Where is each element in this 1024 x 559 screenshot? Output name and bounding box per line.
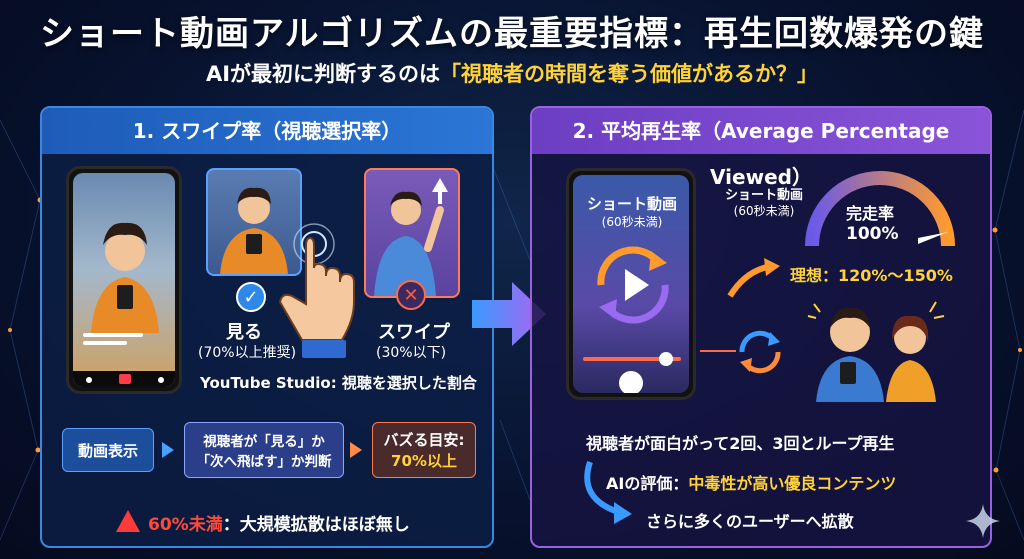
warning-highlight: 60%未満 (148, 515, 223, 535)
warning-line: 60%未満：大規模拡散はほぼ無し (116, 508, 410, 535)
swipe-card (364, 168, 460, 298)
flow-step-judge: 視聴者が「見る」か 「次へ飛ばす」か判断 (184, 422, 344, 478)
replay-loop-icon (597, 246, 669, 324)
spread-text: さらに多くのユーザーへ拡散 (646, 512, 854, 531)
flow-step-judge-line2: 「次へ飛ばす」か判断 (196, 454, 332, 470)
flow-step-judge-line1: 視聴者が「見る」か (203, 434, 325, 450)
page-subtitle: AIが最初に判断するのは「視聴者の時間を奪う価値があるか？」 (0, 58, 1024, 88)
loop-icon (739, 330, 781, 374)
watch-card (206, 168, 302, 276)
gauge-video-sublabel: (60秒未満) (733, 204, 795, 218)
phone-video-label: ショート動画 (586, 195, 677, 213)
watch-note: (70%以上推奨) (198, 345, 297, 361)
tap-hand-icon (278, 223, 355, 358)
flow-step-target-line2: 70%以上 (391, 452, 457, 470)
happy-viewers-illustration (807, 301, 945, 402)
ai-eval-highlight: 中毒性が高い優良コンテンツ (688, 474, 897, 493)
page-title: ショート動画アルゴリズムの最重要指標：再生回数爆発の鍵 (40, 14, 984, 54)
person-holding-phone-illustration (73, 222, 175, 387)
cross-icon: ✕ (396, 280, 426, 310)
watch-label: 見る (226, 322, 262, 343)
flow-arrow-2 (350, 442, 362, 458)
flow-step-target: バズる目安: 70%以上 (372, 422, 476, 478)
completion-value: 100% (846, 224, 899, 244)
player-phone: ショート動画 (60秒未満) (566, 168, 696, 400)
ai-eval-line: AIの評価：中毒性が高い優良コンテンツ (606, 470, 896, 494)
sparkle-icon (966, 504, 1000, 538)
connector-line (700, 350, 736, 352)
swipe-note: (30%以下) (376, 345, 447, 361)
completion-label: 完走率 (846, 204, 895, 223)
check-icon: ✓ (236, 282, 266, 312)
warning-text: ：大規模拡散はほぼ無し (222, 515, 410, 535)
progress-bar (583, 357, 681, 361)
ideal-text: 理想：120%〜150% (790, 266, 953, 285)
flow-step-display: 動画表示 (62, 428, 154, 472)
progress-handle[interactable] (659, 352, 673, 366)
swipe-label: スワイプ (378, 322, 450, 343)
loop-text: 視聴者が面白がって2回、3回とループ再生 (586, 434, 895, 453)
gauge-video-label: ショート動画 (724, 188, 803, 203)
ai-eval-prefix: AIの評価： (606, 474, 689, 493)
phone-video-sublabel: (60秒未満) (601, 215, 663, 229)
avg-view-heading: 2. 平均再生率（Average Percentage Viewed） (532, 108, 990, 189)
flow-arrow-1 (162, 442, 174, 458)
subtitle-prefix: AIが最初に判断するのは (205, 62, 441, 86)
subtitle-highlight: 「視聴者の時間を奪う価値があるか？」 (440, 62, 819, 86)
play-button[interactable] (619, 371, 643, 393)
play-icon (625, 269, 649, 301)
spread-arrow-icon (584, 461, 632, 524)
ideal-arrow-icon (727, 258, 780, 298)
flow-step-target-line1: バズる目安: (383, 431, 465, 449)
studio-note: YouTube Studio: 視聴を選択した割合 (200, 374, 477, 392)
swipe-rate-heading: 1. スワイプ率（視聴選択率） (42, 108, 492, 154)
completion-gauge (805, 171, 955, 247)
warning-icon (116, 510, 140, 532)
center-arrow-icon (472, 282, 546, 346)
feed-phone (66, 166, 182, 394)
